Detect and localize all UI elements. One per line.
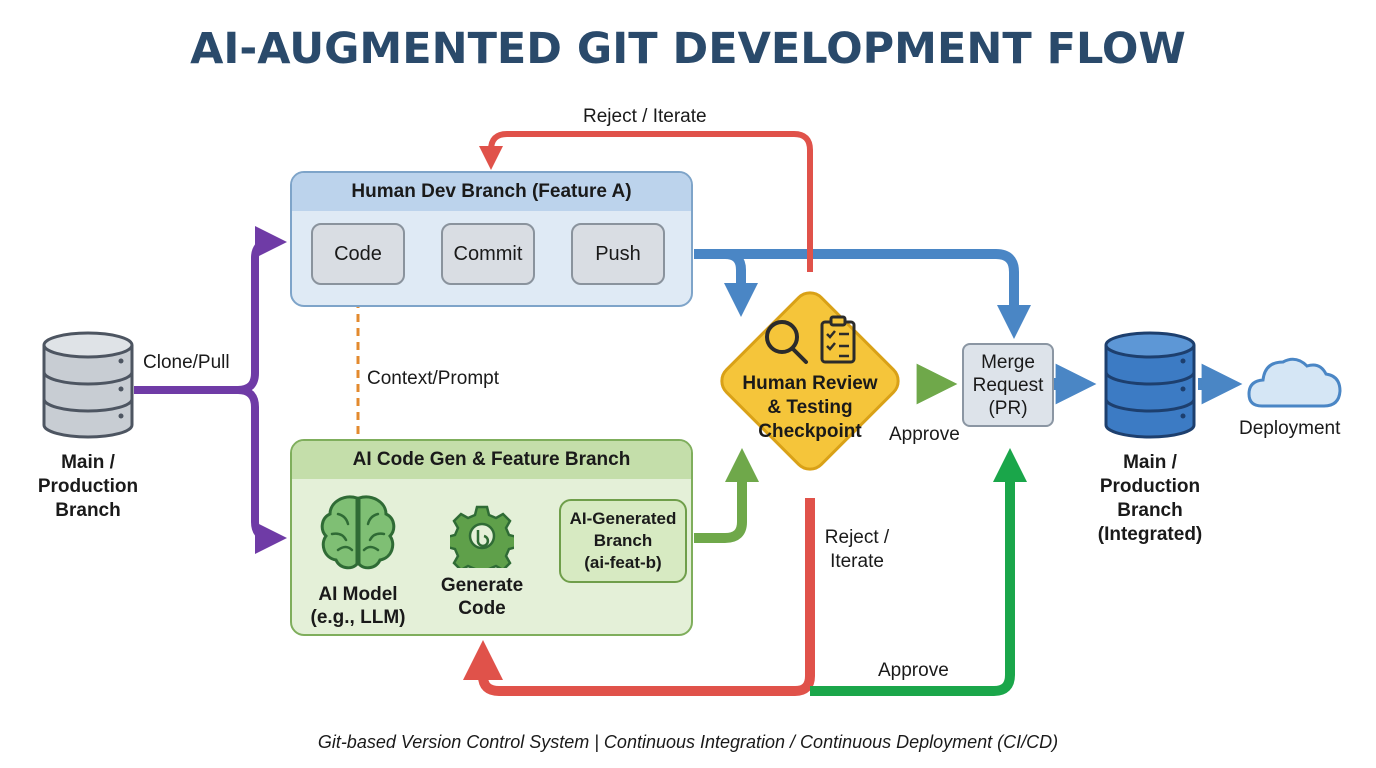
main-branch-label: Main / Production Branch xyxy=(20,451,156,523)
integrated-line2: Production xyxy=(1099,476,1201,497)
ai-model-line2: (e.g., LLM) xyxy=(310,607,406,628)
integrated-line3: Branch xyxy=(1117,500,1183,521)
push-step: Push xyxy=(571,223,665,285)
ai-model-label: AI Model (e.g., LLM) xyxy=(296,583,420,629)
commit-step: Commit xyxy=(441,223,535,285)
ai-generated-line2: Branch xyxy=(593,531,653,550)
ai-model-line1: AI Model xyxy=(318,584,398,605)
merge-line1: Merge xyxy=(981,351,1035,373)
approve-bottom-connector xyxy=(810,448,1027,696)
main-branch-line1: Main / xyxy=(61,452,115,473)
page-title: AI-AUGMENTED GIT DEVELOPMENT FLOW xyxy=(190,24,1186,74)
brain-icon xyxy=(320,495,396,570)
push-to-review-connector xyxy=(694,249,1032,339)
integrated-branch-label: Main / Production Branch (Integrated) xyxy=(1080,451,1220,547)
review-line2: & Testing xyxy=(767,397,853,418)
clone-pull-label: Clone/Pull xyxy=(143,352,230,373)
generate-code-label: Generate Code xyxy=(426,574,538,620)
generate-code-line2: Code xyxy=(458,598,506,619)
review-line1: Human Review xyxy=(742,373,878,394)
integrated-line1: Main / xyxy=(1123,452,1177,473)
human-dev-branch-header: Human Dev Branch (Feature A) xyxy=(292,173,691,211)
reject-top-connector xyxy=(479,131,813,272)
approve-right-label: Approve xyxy=(889,424,960,445)
main-branch-database-icon xyxy=(42,331,134,439)
review-checkpoint-label: Human Review & Testing Checkpoint xyxy=(730,372,890,444)
context-prompt-label: Context/Prompt xyxy=(367,368,499,389)
clone-pull-connector xyxy=(134,226,287,554)
main-branch-line3: Branch xyxy=(55,500,121,521)
reject-top-label: Reject / Iterate xyxy=(583,106,707,127)
ai-branch-to-review-connector xyxy=(694,448,759,543)
deployment-label: Deployment xyxy=(1239,418,1341,439)
integrated-line4: (Integrated) xyxy=(1097,524,1203,545)
approve-bottom-label: Approve xyxy=(878,660,949,681)
reject-bottom-line1: Reject / xyxy=(824,527,890,548)
magnifier-icon xyxy=(765,320,808,364)
review-line3: Checkpoint xyxy=(758,421,862,442)
ai-generated-branch-box: AI-Generated Branch (ai-feat-b) xyxy=(559,499,687,583)
gear-icon xyxy=(450,505,514,568)
reject-bottom-connector xyxy=(463,498,815,696)
cloud-icon xyxy=(1247,357,1342,408)
reject-bottom-label: Reject / Iterate xyxy=(812,526,902,574)
ai-generated-line3: (ai-feat-b) xyxy=(584,553,662,572)
ai-generated-line1: AI-Generated xyxy=(569,509,677,528)
ai-code-gen-header: AI Code Gen & Feature Branch xyxy=(292,441,691,479)
merge-line3: (PR) xyxy=(988,397,1028,419)
footer-caption: Git-based Version Control System | Conti… xyxy=(317,732,1059,752)
main-branch-line2: Production xyxy=(37,476,139,497)
merge-request-box: Merge Request (PR) xyxy=(962,343,1054,427)
reject-bottom-line2: Iterate xyxy=(830,551,884,572)
generate-code-line1: Generate xyxy=(440,575,524,596)
merge-line2: Request xyxy=(972,374,1044,396)
code-step: Code xyxy=(311,223,405,285)
clipboard-icon xyxy=(820,315,856,364)
integrated-database-icon xyxy=(1104,331,1196,439)
